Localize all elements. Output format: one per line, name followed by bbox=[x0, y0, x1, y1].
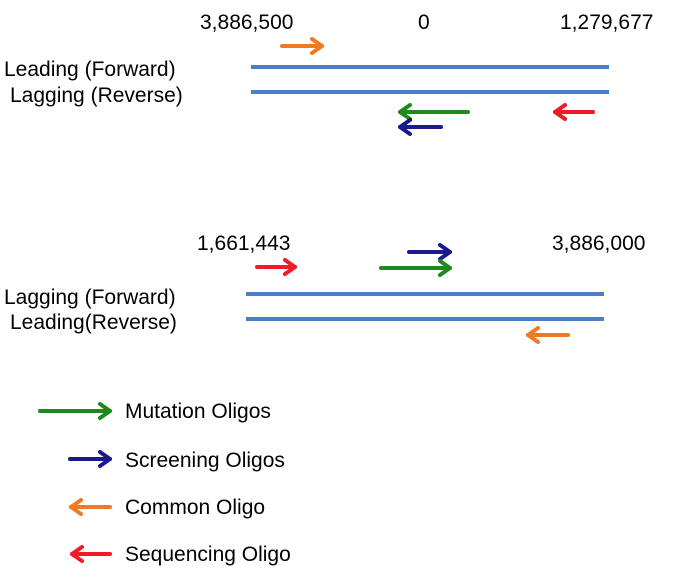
legend-label-mutation: Mutation Oligos bbox=[125, 400, 271, 423]
bottom-strand-upper-label: Lagging (Forward) bbox=[4, 286, 176, 309]
top-common-oligo-right-arrow-icon bbox=[280, 37, 324, 55]
top-screening-oligo-left-arrow-icon bbox=[398, 118, 443, 136]
legend-label-common: Common Oligo bbox=[125, 496, 266, 519]
legend-mutation-right-arrow-icon bbox=[38, 402, 112, 420]
legend-label-screening: Screening Oligos bbox=[125, 449, 285, 472]
top-coord-right: 1,279,677 bbox=[560, 11, 654, 34]
bottom-screening-oligo-right-arrow-icon bbox=[407, 243, 452, 261]
top-coord-mid: 0 bbox=[418, 11, 430, 34]
top-sequencing-oligo-left-arrow-icon bbox=[553, 103, 595, 121]
top-strand-lower-label: Lagging (Reverse) bbox=[10, 84, 183, 107]
legend-sequencing-left-arrow-icon bbox=[70, 545, 112, 563]
bottom-sequencing-oligo-right-arrow-icon bbox=[255, 258, 297, 276]
top-strand-upper-label: Leading (Forward) bbox=[4, 58, 176, 81]
legend-screening-right-arrow-icon bbox=[68, 450, 112, 468]
bottom-coord-left: 1,661,443 bbox=[197, 232, 291, 255]
legend-common-left-arrow-icon bbox=[69, 498, 112, 516]
top-mutation-oligo-left-arrow-icon bbox=[398, 103, 470, 121]
bottom-strand-lower-label: Leading(Reverse) bbox=[10, 311, 177, 334]
bottom-common-oligo-left-arrow-icon bbox=[526, 326, 570, 344]
bottom-coord-right: 3,886,000 bbox=[552, 232, 646, 255]
legend-label-sequencing: Sequencing Oligo bbox=[125, 543, 291, 566]
bottom-mutation-oligo-right-arrow-icon bbox=[379, 259, 452, 277]
top-coord-left: 3,886,500 bbox=[200, 11, 294, 34]
